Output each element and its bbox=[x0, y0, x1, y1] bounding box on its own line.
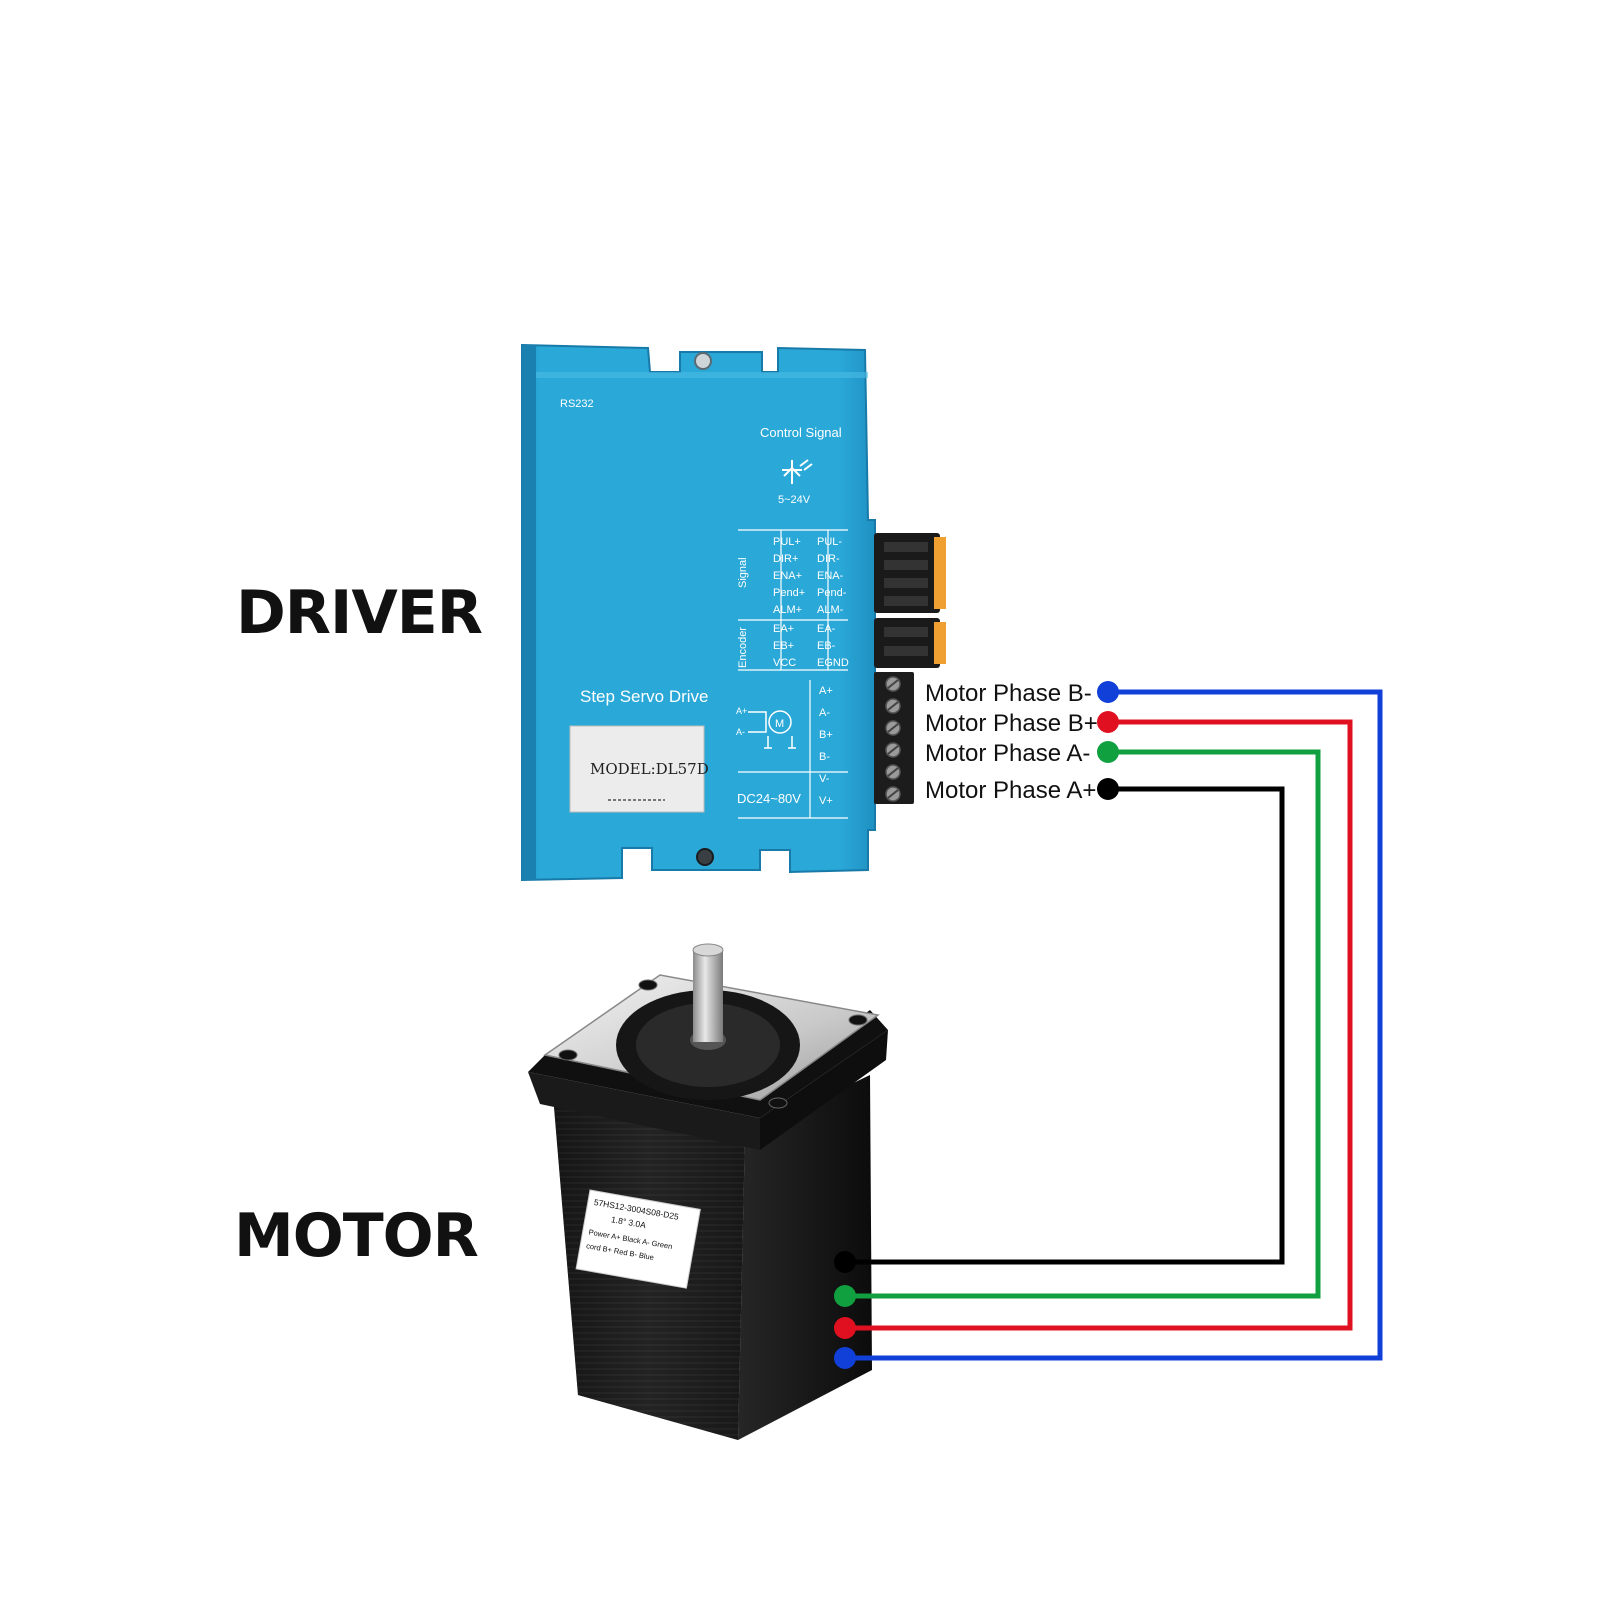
pin-label: VCC bbox=[773, 657, 796, 669]
signal-section-label: Signal bbox=[737, 557, 749, 588]
signal-table bbox=[738, 529, 848, 671]
screw-slot bbox=[887, 767, 899, 777]
pin-label: Pend- bbox=[817, 587, 847, 599]
shaft-tip bbox=[692, 943, 724, 957]
pin-label: ENA+ bbox=[773, 570, 802, 582]
signal-pins-left: PUL+ DIR+ ENA+ Pend+ ALM+ bbox=[773, 536, 805, 616]
signal-voltage-label: 5~24V bbox=[778, 494, 811, 506]
screw-slot bbox=[887, 723, 899, 733]
motor-flange-side bbox=[760, 1030, 888, 1150]
wire-line bbox=[845, 786, 1285, 1265]
wire-dot-motor bbox=[834, 1251, 856, 1273]
pin-label: B+ bbox=[819, 729, 833, 741]
rs232-label: RS232 bbox=[560, 398, 594, 410]
motor-flange bbox=[528, 1010, 888, 1118]
pin-label: EA+ bbox=[773, 623, 794, 635]
phase-label: Motor Phase A+ bbox=[925, 777, 1096, 804]
drive-title: Step Servo Drive bbox=[580, 687, 709, 706]
encoder-connector bbox=[874, 618, 946, 668]
pin-label: V+ bbox=[819, 795, 833, 807]
pin-label: A- bbox=[819, 707, 830, 719]
wire-dot-driver bbox=[1097, 681, 1119, 703]
wire-dot-driver bbox=[1097, 778, 1119, 800]
screw-slot bbox=[887, 701, 899, 711]
wire-dot-driver bbox=[1097, 741, 1119, 763]
stepper-motor: 57HS12-3004S08-D25 1.8° 3.0A Power A+ Bl… bbox=[528, 943, 888, 1440]
pin-label: EA- bbox=[817, 623, 836, 635]
wire-line bbox=[845, 689, 1383, 1361]
pin-label: PUL- bbox=[817, 536, 842, 548]
model-plate bbox=[569, 725, 705, 813]
wire-line bbox=[845, 719, 1353, 1331]
signal-connector bbox=[874, 533, 946, 613]
screw-slot bbox=[887, 745, 899, 755]
motor-symbol-letter: M bbox=[775, 718, 784, 730]
power-voltage-label: DC24~80V bbox=[737, 791, 801, 806]
motor-side-face bbox=[738, 1075, 872, 1440]
screw-icon bbox=[696, 848, 714, 866]
motor-shaft bbox=[693, 950, 723, 1042]
pin-label: EGND bbox=[817, 657, 849, 669]
driver-edge bbox=[522, 345, 536, 880]
driver-top-highlight bbox=[536, 372, 868, 378]
wiring-lines bbox=[834, 681, 1383, 1369]
pin-label: V- bbox=[819, 773, 830, 785]
terminal-table bbox=[738, 680, 848, 819]
phase-label: Motor Phase B+ bbox=[925, 710, 1098, 737]
screw-icon bbox=[694, 352, 712, 370]
wire-dot-driver bbox=[1097, 711, 1119, 733]
wire-dot-motor bbox=[834, 1285, 856, 1307]
encoder-pins-left: EA+ EB+ VCC bbox=[773, 623, 796, 669]
symbol-a-minus: A- bbox=[736, 727, 745, 737]
pin-label: B- bbox=[819, 751, 830, 763]
motor-flange-front bbox=[528, 1072, 760, 1150]
phase-label: Motor Phase A- bbox=[925, 740, 1090, 767]
motor-label: MOTOR bbox=[234, 1201, 478, 1271]
symbol-a-plus: A+ bbox=[736, 706, 747, 716]
pin-label: EB+ bbox=[773, 640, 794, 652]
phase-labels: Motor Phase B- Motor Phase B+ Motor Phase … bbox=[925, 680, 1098, 804]
motor-terminal-labels: A+ A- B+ B- V- V+ bbox=[819, 685, 833, 807]
pin-label: PUL+ bbox=[773, 536, 801, 548]
led-icon bbox=[782, 459, 813, 484]
pin-label: ALM+ bbox=[773, 604, 802, 616]
pin-label: DIR+ bbox=[773, 553, 798, 565]
driver-unit: RS232 Control Signal 5~24V Signal Encode… bbox=[521, 343, 946, 882]
motor-symbol-icon bbox=[748, 710, 796, 749]
pin-label: DIR- bbox=[817, 553, 840, 565]
phase-label: Motor Phase B- bbox=[925, 680, 1092, 707]
wire-dot-motor bbox=[834, 1317, 856, 1339]
signal-pins-right: PUL- DIR- ENA- Pend- ALM- bbox=[817, 536, 847, 616]
driver-label: DRIVER bbox=[236, 578, 482, 648]
mounting-holes bbox=[558, 979, 868, 1109]
model-label: MODEL:DL57D bbox=[590, 760, 709, 778]
pin-label: Pend+ bbox=[773, 587, 805, 599]
screw-slot bbox=[887, 679, 899, 689]
wire-line bbox=[845, 749, 1321, 1299]
encoder-pins-right: EA- EB- EGND bbox=[817, 623, 849, 669]
encoder-section-label: Encoder bbox=[737, 627, 749, 668]
pin-label: ALM- bbox=[817, 604, 844, 616]
pin-label: EB- bbox=[817, 640, 836, 652]
pin-label: ENA- bbox=[817, 570, 844, 582]
screw-slot bbox=[887, 789, 899, 799]
screw-terminal-block bbox=[874, 672, 914, 804]
wire-dot-motor bbox=[834, 1347, 856, 1369]
control-signal-label: Control Signal bbox=[760, 425, 842, 440]
pin-label: A+ bbox=[819, 685, 833, 697]
